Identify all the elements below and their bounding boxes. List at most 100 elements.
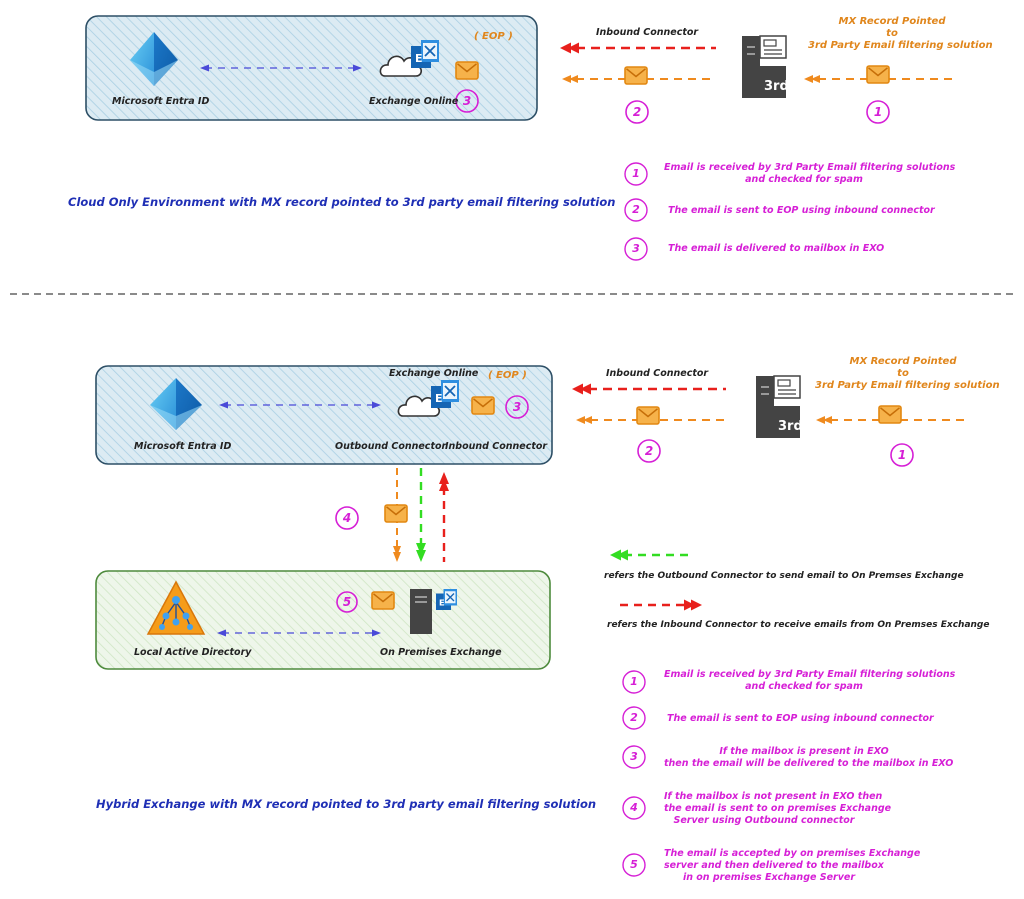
step-marker-2: 2 [644, 444, 654, 458]
step-marker-2: 2 [632, 105, 642, 119]
step-marker-circle [336, 591, 358, 613]
mail-envelope-icon [636, 406, 660, 425]
step-marker-5: 5 [342, 595, 352, 609]
sync-arrowhead-left [217, 629, 226, 637]
mail-envelope-icon [878, 405, 902, 424]
legend-text-2: The email is sent to EOP using inbound c… [668, 205, 935, 216]
on-prem-server-icon [410, 589, 432, 634]
step-marker-circle [505, 395, 529, 419]
legend-circle [622, 706, 646, 730]
step-marker-circle [335, 506, 359, 530]
entra-id-label: Microsoft Entra ID [112, 96, 210, 107]
exchange-online-label: Exchange Online [389, 368, 479, 379]
sync-arrowhead-left [200, 64, 209, 72]
entra-id-icon [150, 378, 202, 430]
step-marker-1: 1 [873, 105, 883, 119]
top-caption: Cloud Only Environment with MX record po… [68, 195, 616, 209]
entra-id-icon [130, 32, 178, 86]
step-marker-3: 3 [512, 400, 522, 414]
inbound-connector-label: Inbound Connector [596, 27, 699, 38]
step-marker-circle [625, 100, 649, 124]
green-legend-arrowhead-b [617, 549, 628, 561]
mx-record-label: MX Record Pointed to 3rd Party Email fil… [808, 16, 993, 51]
red-arrow-legend-text: refers the Inbound Connector to receive … [607, 620, 990, 630]
step-marker-4: 4 [342, 511, 352, 525]
legend-num-2: 2 [630, 711, 638, 724]
outbound-mail-arrowhead [393, 552, 401, 562]
inbound-arrowhead-2 [568, 42, 579, 54]
legend-circle [622, 670, 646, 694]
mail-flow-arrowhead-2b [583, 416, 592, 424]
outbound-connector-arrowhead [416, 550, 426, 562]
step-marker-1: 1 [897, 448, 907, 462]
mail-flow-arrowhead-1 [816, 416, 825, 424]
entra-id-label: Microsoft Entra ID [134, 441, 232, 452]
step-marker-circle [637, 439, 661, 463]
inbound-connector-box-label: Inbound Connector [445, 441, 548, 452]
mail-flow-arrowhead-2b [569, 75, 578, 83]
legend-num-1: 1 [630, 675, 638, 688]
legend-num-1: 1 [632, 167, 640, 180]
mail-envelope-icon [371, 591, 395, 610]
sync-arrowhead-left [219, 401, 228, 409]
red-legend-arrowhead-b [684, 599, 695, 611]
legend-num-5: 5 [630, 858, 638, 871]
mail-flow-arrowhead-2 [562, 75, 571, 83]
legend-text-4: If the mailbox is not present in EXO the… [664, 791, 892, 826]
inbound-arrowhead [572, 383, 583, 395]
inbound-vertical-arrowhead-b [439, 479, 449, 491]
legend-text-3: The email is delivered to mailbox in EXO [668, 243, 885, 254]
third-party-server-icon [756, 375, 801, 438]
third-party-badge: 3rd [778, 419, 803, 434]
legend-circle [624, 237, 648, 261]
inbound-connector-label: Inbound Connector [606, 368, 709, 379]
third-party-badge: 3rd [764, 79, 789, 94]
exchange-online-label: Exchange Online [369, 96, 459, 107]
sync-arrowhead-right [353, 64, 362, 72]
legend-num-3: 3 [630, 750, 638, 763]
mail-flow-arrowhead-2 [576, 416, 585, 424]
legend-num-2: 2 [632, 203, 640, 216]
legend-text-1: Email is received by 3rd Party Email fil… [664, 162, 956, 185]
legend-text-1: Email is received by 3rd Party Email fil… [664, 669, 956, 692]
mail-flow-arrowhead-1b [823, 416, 832, 424]
mail-flow-arrowhead-1b [811, 75, 820, 83]
sync-arrowhead-right [372, 401, 381, 409]
step-marker-circle [890, 443, 914, 467]
step-marker-3: 3 [462, 94, 472, 108]
outbound-mail-arrowhead-b [393, 546, 401, 556]
step-marker-circle [866, 100, 890, 124]
mail-envelope-icon [866, 65, 890, 84]
outbound-connector-arrowhead-b [416, 543, 426, 555]
mail-flow-arrowhead-1 [804, 75, 813, 83]
bottom-caption: Hybrid Exchange with MX record pointed t… [96, 797, 597, 811]
legend-circle [624, 162, 648, 186]
legend-text-5: The email is accepted by on premises Exc… [664, 848, 921, 883]
step-marker-circle [455, 89, 479, 113]
active-directory-icon [146, 580, 206, 635]
green-legend-arrowhead [610, 549, 621, 561]
eop-label: ( EOP ) [474, 31, 513, 42]
legend-text-2: The email is sent to EOP using inbound c… [667, 713, 934, 724]
third-party-server-icon [742, 35, 787, 98]
legend-circle [624, 198, 648, 222]
legend-circle [622, 853, 646, 877]
mx-record-label: MX Record Pointed to 3rd Party Email fil… [815, 356, 1000, 391]
mail-envelope-icon [455, 61, 479, 80]
legend-num-4: 4 [630, 801, 638, 814]
red-legend-arrowhead [691, 599, 702, 611]
mail-envelope-icon [384, 504, 408, 523]
legend-num-3: 3 [632, 242, 640, 255]
inbound-vertical-arrowhead [439, 472, 449, 484]
green-arrow-legend-text: refers the Outbound Connector to send em… [604, 571, 964, 581]
inbound-arrowhead-2 [580, 383, 591, 395]
mail-envelope-icon [471, 396, 495, 415]
legend-circle [622, 745, 646, 769]
legend-circle [622, 796, 646, 820]
eop-label: ( EOP ) [488, 370, 527, 381]
inbound-arrowhead [560, 42, 571, 54]
active-directory-label: Local Active Directory [134, 647, 252, 658]
sync-arrowhead-right [372, 629, 381, 637]
